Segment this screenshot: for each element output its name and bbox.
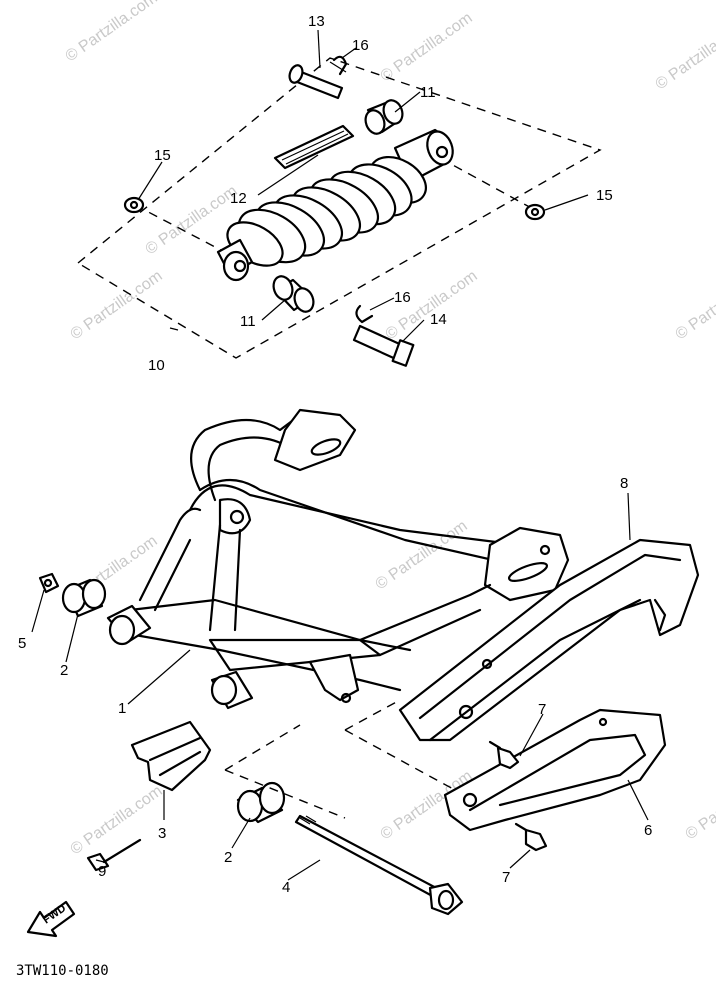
callout-7-lower: 7 bbox=[502, 869, 510, 886]
bolt-lower bbox=[514, 822, 548, 852]
callout-labels: 13 16 11 15 12 15 16 11 14 10 8 5 2 1 7 … bbox=[18, 13, 652, 896]
callout-7-upper: 7 bbox=[538, 701, 546, 718]
bushing-upper bbox=[364, 99, 404, 135]
callout-13: 13 bbox=[308, 13, 325, 30]
callout-15-left: 15 bbox=[154, 147, 171, 164]
rear-shock-absorber bbox=[216, 124, 454, 282]
watermark: © Partzilla.com bbox=[673, 268, 716, 344]
bolt-upper bbox=[488, 740, 520, 770]
callout-2-upper: 2 bbox=[60, 662, 68, 679]
watermark: © Partzilla.com bbox=[373, 518, 471, 594]
callout-5: 5 bbox=[18, 635, 26, 652]
pivot-shaft bbox=[294, 814, 464, 916]
callout-8: 8 bbox=[620, 475, 628, 492]
callout-11-lower: 11 bbox=[240, 313, 256, 330]
alignment-line bbox=[344, 699, 401, 731]
watermark: © Partzilla.com bbox=[68, 268, 166, 344]
bushing-lower bbox=[272, 275, 315, 313]
alignment-line bbox=[439, 157, 536, 211]
washer-left bbox=[123, 196, 145, 214]
callout-10: 10 bbox=[148, 357, 165, 374]
watermark: © Partzilla.com bbox=[378, 10, 476, 86]
watermark: © Partzilla.com bbox=[653, 18, 716, 94]
fwd-arrow: FWD bbox=[26, 900, 76, 938]
upper-shock-pin bbox=[288, 55, 348, 100]
callout-16-upper: 16 bbox=[352, 37, 369, 54]
callout-14: 14 bbox=[430, 311, 447, 328]
nut bbox=[38, 572, 60, 594]
washer-right bbox=[524, 203, 546, 221]
callout-3: 3 bbox=[158, 825, 166, 842]
swingarm bbox=[106, 408, 570, 710]
leader-lines bbox=[31, 29, 649, 881]
bushing-rear bbox=[236, 781, 286, 824]
callout-2-lower: 2 bbox=[224, 849, 232, 866]
alignment-line bbox=[344, 729, 456, 791]
callout-6: 6 bbox=[644, 822, 652, 839]
shock-assembly-dashed-box bbox=[76, 57, 602, 359]
callout-4: 4 bbox=[282, 879, 290, 896]
small-bolt bbox=[86, 838, 142, 872]
callout-16-lower: 16 bbox=[394, 289, 411, 306]
callout-9: 9 bbox=[98, 863, 106, 880]
lower-shock-pin bbox=[352, 304, 415, 367]
callout-1: 1 bbox=[118, 700, 126, 717]
bracket bbox=[130, 720, 212, 792]
callout-15-right: 15 bbox=[596, 187, 613, 204]
alignment-line bbox=[224, 724, 346, 819]
callout-12: 12 bbox=[230, 190, 247, 207]
bushing-front bbox=[61, 578, 107, 618]
chain-puller-guard bbox=[443, 708, 667, 832]
watermark: © Partzilla.com bbox=[683, 768, 716, 844]
diagram-code: 3TW110-0180 bbox=[16, 963, 109, 979]
watermark: © Partzilla.com bbox=[63, 0, 161, 65]
alignment-line bbox=[134, 204, 237, 259]
watermark: © Partzilla.com bbox=[68, 783, 166, 859]
chain-guard bbox=[398, 538, 700, 742]
callout-11-upper: 11 bbox=[420, 84, 436, 101]
